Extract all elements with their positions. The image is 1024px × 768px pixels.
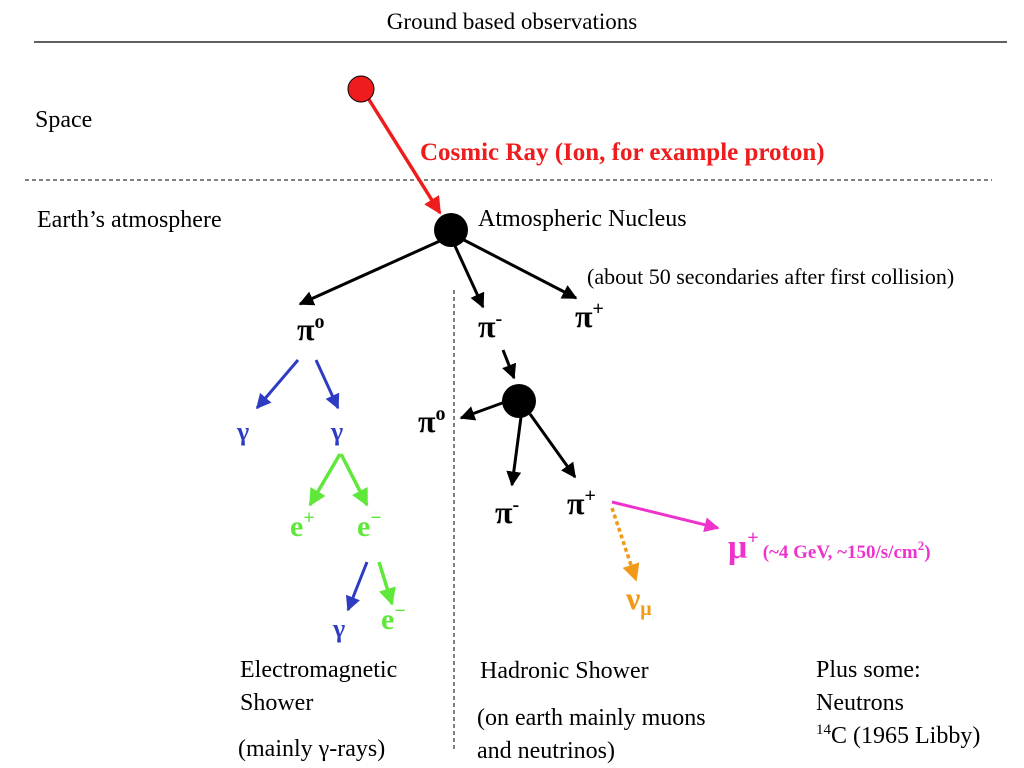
arrow-to-secondary-pi-minus <box>506 416 523 487</box>
arrow-pi-plus-muon <box>611 500 720 533</box>
electron-bottom-label: e− <box>381 600 406 636</box>
arrow-to-secondary-pi-zero <box>459 400 506 421</box>
gamma-right-label: γ <box>331 417 344 446</box>
electron-label: e− <box>357 507 382 543</box>
pi-plus-label: π+ <box>575 298 604 334</box>
page-title: Ground based observations <box>386 9 638 34</box>
atmospheric-nucleus-label: Atmospheric Nucleus <box>478 206 687 232</box>
pi-zero-label: πo <box>297 311 325 347</box>
arrow-to-pi-plus <box>463 238 578 300</box>
secondaries-note: (about 50 secondaries after first collis… <box>587 264 955 289</box>
neutrino-label: νμ <box>626 580 652 620</box>
arrow-electron-electron <box>377 561 396 606</box>
pi-minus-label: π- <box>478 308 503 344</box>
arrow-to-secondary-pi-plus <box>528 413 577 479</box>
gamma-bottom-label: γ <box>333 614 346 643</box>
extras-block: Plus some: Neutrons 14C (1965 Libby) <box>816 657 981 749</box>
gamma-left-label: γ <box>237 417 250 446</box>
atmosphere-label: Earth’s atmosphere <box>37 207 222 233</box>
cosmic-ray-arrow <box>366 97 442 215</box>
arrow-gamma-positron <box>308 453 342 507</box>
arrow-to-pi-zero <box>298 238 443 306</box>
arrow-gamma-electron <box>339 453 369 507</box>
hadronic-shower-label: Hadronic Shower <box>480 658 649 684</box>
atmospheric-nucleus <box>434 213 468 247</box>
secondary-pi-minus-label: π- <box>495 494 520 530</box>
secondary-collision <box>502 384 536 418</box>
arrow-pi0-gamma-left <box>255 359 300 410</box>
cosmic-ray-label: Cosmic Ray (Ion, for example proton) <box>420 139 825 166</box>
em-shower-note: (mainly γ-rays) <box>238 736 386 762</box>
arrow-electron-gamma <box>345 561 369 612</box>
arrow-pi-minus-collision <box>501 349 517 380</box>
space-label: Space <box>35 107 93 133</box>
arrow-pi0-gamma-right <box>314 359 340 410</box>
secondary-pi-plus-label: π+ <box>567 485 596 521</box>
arrow-to-pi-minus <box>453 245 485 309</box>
positron-label: e+ <box>290 507 315 543</box>
cosmic-ray-proton <box>347 75 375 103</box>
muon-label: μ+ (~4 GeV, ~150/s/cm2) <box>728 527 931 566</box>
arrow-pi-plus-neutrino <box>610 507 640 582</box>
secondary-pi-zero-label: πo <box>418 403 446 439</box>
